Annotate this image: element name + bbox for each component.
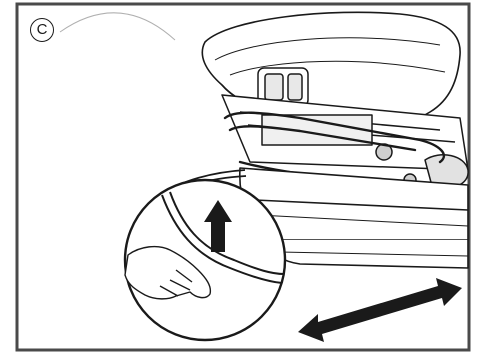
detail-callout xyxy=(125,180,285,340)
step-label-badge: C xyxy=(30,18,54,42)
